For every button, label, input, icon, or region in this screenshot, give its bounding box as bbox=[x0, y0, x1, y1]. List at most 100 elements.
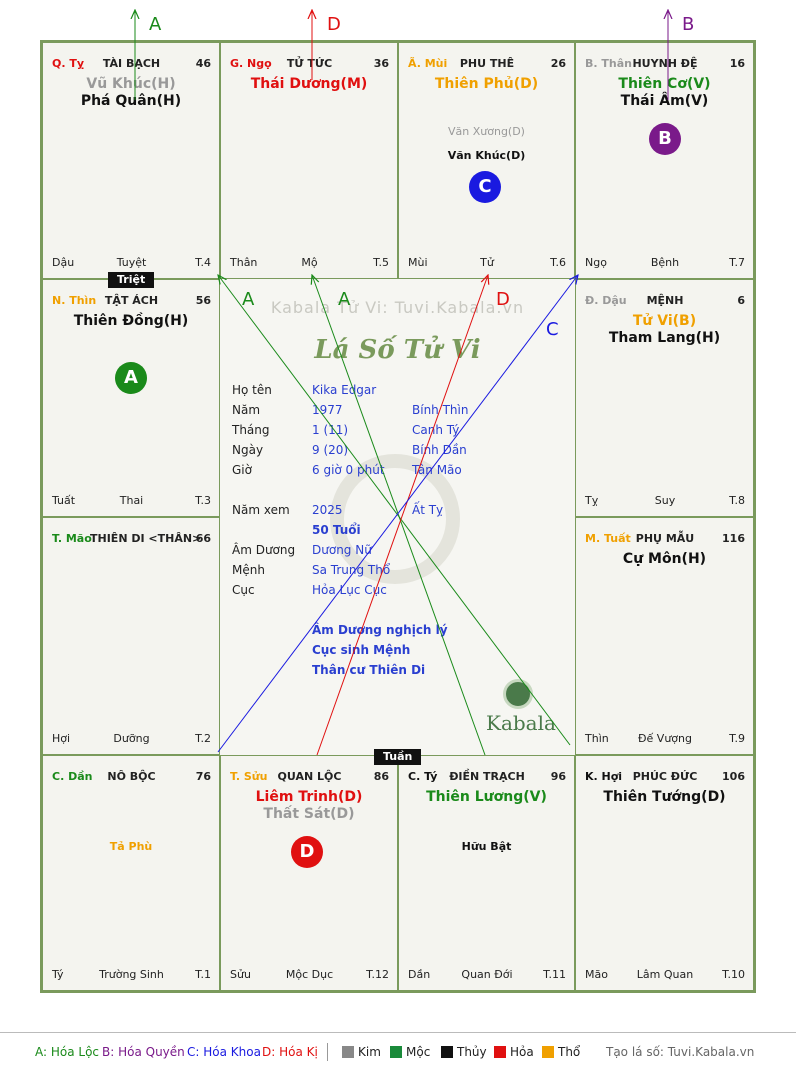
legend-bar: A: Hóa Lộc B: Hóa Quyền C: Hóa Khoa D: H… bbox=[0, 1032, 796, 1071]
main-star: Thiên Phủ(D) bbox=[434, 76, 539, 92]
chart-note: Âm Dương nghịch lý bbox=[312, 623, 448, 637]
palace-tt: T.10 bbox=[722, 968, 745, 981]
palace-tt: T.11 bbox=[543, 968, 566, 981]
main-stars: Thiên Phủ(D) bbox=[399, 76, 574, 93]
palace-can-chi: Ã. Mùi bbox=[408, 57, 448, 70]
label-d-top: D bbox=[327, 14, 341, 35]
palace-chi: Tỵ bbox=[585, 494, 599, 507]
minor-star: Văn Khúc(D) bbox=[447, 149, 526, 162]
palace-ts: Mộ bbox=[301, 256, 318, 269]
info-field: Bính Thìn bbox=[412, 403, 469, 417]
legend-moc: Mộc bbox=[390, 1045, 430, 1059]
palace-name: PHU THÊ bbox=[459, 57, 515, 70]
info-field: Bính Dần bbox=[412, 443, 467, 457]
palace-chi: Hợi bbox=[52, 732, 71, 745]
main-stars: Thiên Lương(V) bbox=[399, 789, 574, 806]
palace-name: THIÊN DI <THÂN> bbox=[90, 532, 202, 545]
palace-name: TÀI BẠCH bbox=[102, 57, 161, 70]
chart-note: Thân cư Thiên Di bbox=[312, 663, 426, 677]
palace-ts: Lâm Quan bbox=[636, 968, 694, 981]
palace-footer: Hợi Dưỡng T.2 bbox=[52, 732, 211, 746]
main-stars: Thiên Tướng(D) bbox=[576, 789, 753, 806]
palace-ts: Mộc Dục bbox=[285, 968, 334, 981]
palace-tt: T.9 bbox=[729, 732, 745, 745]
palace-can-chi: K. Hợi bbox=[585, 770, 623, 783]
info-label: Cục bbox=[232, 583, 255, 597]
palace-ts: Tuyệt bbox=[116, 256, 147, 269]
palace-ts: Dưỡng bbox=[113, 732, 150, 745]
main-star: Thất Sát(D) bbox=[263, 806, 355, 822]
legend-site-link[interactable]: Tạo lá số: Tuvi.Kabala.vn bbox=[606, 1045, 755, 1059]
palace-can-chi: M. Tuất bbox=[585, 532, 631, 545]
palace-tt: T.7 bbox=[729, 256, 745, 269]
palace-name: MỆNH bbox=[646, 294, 684, 307]
info-label: Mệnh bbox=[232, 563, 265, 577]
palace-name: NÔ BỘC bbox=[107, 770, 156, 783]
info-field: Năm bbox=[232, 403, 261, 417]
palace-tt: T.12 bbox=[366, 968, 389, 981]
palace-tt: T.2 bbox=[195, 732, 211, 745]
main-star: Thiên Lương(V) bbox=[426, 789, 547, 805]
main-star: Liêm Trinh(D) bbox=[255, 789, 363, 805]
main-star: Cự Môn(H) bbox=[622, 551, 707, 567]
palace-can-chi: C. Dần bbox=[52, 770, 93, 783]
palace-can-chi: T. Mão bbox=[52, 532, 92, 545]
hoa-mark-c: C bbox=[469, 171, 501, 203]
legend-tho: Thổ bbox=[542, 1045, 580, 1059]
palace-chi: Thân bbox=[230, 256, 258, 269]
palace-ts: Đế Vượng bbox=[638, 732, 692, 745]
palace-ts: Quan Đới bbox=[461, 968, 513, 981]
chart-note: Cục sinh Mệnh bbox=[312, 643, 411, 657]
main-stars: Liêm Trinh(D)Thất Sát(D) bbox=[221, 789, 397, 823]
main-stars: Thái Dương(M) bbox=[221, 76, 397, 93]
palace-tt: T.4 bbox=[195, 256, 211, 269]
palace-can-chi: Q. Tỵ bbox=[52, 57, 85, 70]
palace-chi: Dậu bbox=[52, 256, 75, 269]
palace-age: 96 bbox=[550, 770, 566, 783]
palace-footer: Dậu Tuyệt T.4 bbox=[52, 256, 211, 270]
info-value: Sa Trung Thổ bbox=[312, 563, 391, 577]
info-field: Ngày bbox=[232, 443, 264, 457]
info-label: Âm Dương bbox=[232, 543, 296, 557]
palace-chi: Tý bbox=[52, 968, 64, 981]
palace-tt: T.8 bbox=[729, 494, 745, 507]
info-field: 1 (11) bbox=[312, 423, 349, 437]
label-a-top: A bbox=[149, 14, 162, 35]
palace-ts: Thai bbox=[119, 494, 144, 507]
palace-age: 106 bbox=[722, 770, 745, 783]
palace-can-chi: Đ. Dậu bbox=[585, 294, 627, 307]
minor-star: Văn Xương(D) bbox=[448, 125, 525, 138]
legend-hoa-ki: D: Hóa Kị bbox=[262, 1045, 318, 1059]
hoa-mark-d: D bbox=[291, 836, 323, 868]
info-value: Hỏa Lục Cục bbox=[312, 583, 387, 597]
main-stars: Cự Môn(H) bbox=[576, 551, 753, 568]
palace-ts: Bệnh bbox=[650, 256, 680, 269]
